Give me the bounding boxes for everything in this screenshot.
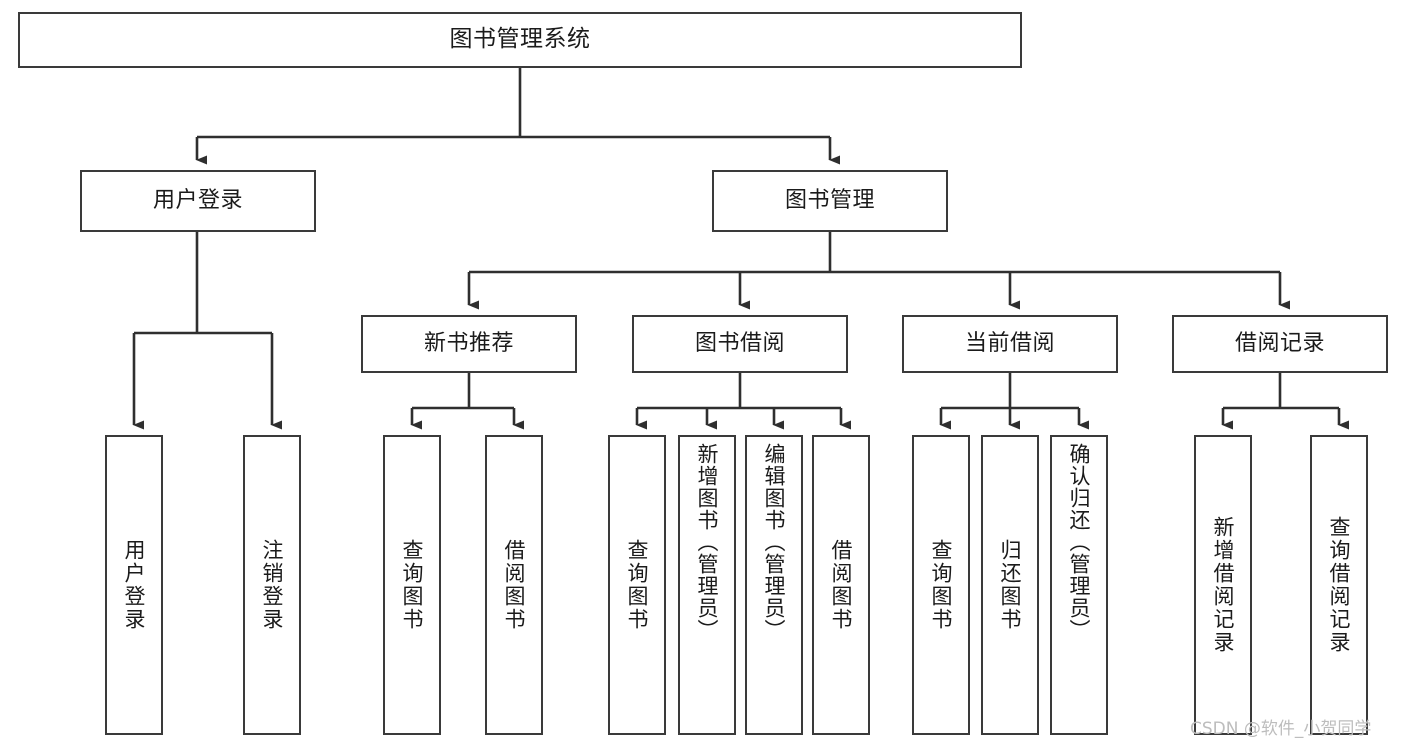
node-leaf-borrow-book-recommend[interactable]: 借阅图书 [485,435,543,735]
node-leaf-return-book[interactable]: 归还图书 [981,435,1039,735]
node-root-system[interactable]: 图书管理系统 [18,12,1022,68]
node-leaf-add-borrow-record[interactable]: 新增借阅记录 [1194,435,1252,735]
node-leaf-query-book-borrow[interactable]: 查询图书 [608,435,666,735]
csdn-watermark: CSDN @软件_小贺同学 [1190,719,1372,739]
node-label: 借阅图书 [502,539,527,631]
node-label: 注销登录 [260,539,285,631]
node-label: 查询借阅记录 [1327,516,1352,654]
node-leaf-user-login[interactable]: 用户登录 [105,435,163,735]
node-leaf-logout[interactable]: 注销登录 [243,435,301,735]
node-label: 用户登录 [152,188,243,214]
node-label: 查询图书 [929,539,954,631]
node-leaf-add-book[interactable]: 新增图书（管理员） [678,435,736,735]
node-label: 当前借阅 [964,331,1055,357]
node-label: 归还图书 [998,539,1023,631]
node-book-manage[interactable]: 图书管理 [712,170,948,232]
node-leaf-borrow-book[interactable]: 借阅图书 [812,435,870,735]
node-label: 查询图书 [400,539,425,631]
node-current-borrow[interactable]: 当前借阅 [902,315,1118,373]
node-borrow-record[interactable]: 借阅记录 [1172,315,1388,373]
node-user-login[interactable]: 用户登录 [80,170,316,232]
node-new-book-recommend[interactable]: 新书推荐 [361,315,577,373]
node-leaf-edit-book[interactable]: 编辑图书（管理员） [745,435,803,735]
node-label: 图书借阅 [694,331,785,357]
node-label: 图书管理系统 [449,26,591,53]
node-label: 借阅图书 [829,539,854,631]
node-label: 借阅记录 [1234,331,1325,357]
node-book-borrow[interactable]: 图书借阅 [632,315,848,373]
node-leaf-confirm-return[interactable]: 确认归还（管理员） [1050,435,1108,735]
node-label: 图书管理 [784,188,875,214]
node-label: 新增图书（管理员） [695,443,720,641]
node-label: 新增借阅记录 [1211,516,1236,654]
node-leaf-query-book-current[interactable]: 查询图书 [912,435,970,735]
node-label: 确认归还（管理员） [1067,443,1092,641]
node-label: 查询图书 [625,539,650,631]
node-label: 编辑图书（管理员） [762,443,787,641]
node-leaf-query-book-recommend[interactable]: 查询图书 [383,435,441,735]
node-label: 新书推荐 [423,331,514,357]
node-leaf-query-borrow-record[interactable]: 查询借阅记录 [1310,435,1368,735]
node-label: 用户登录 [122,539,147,631]
